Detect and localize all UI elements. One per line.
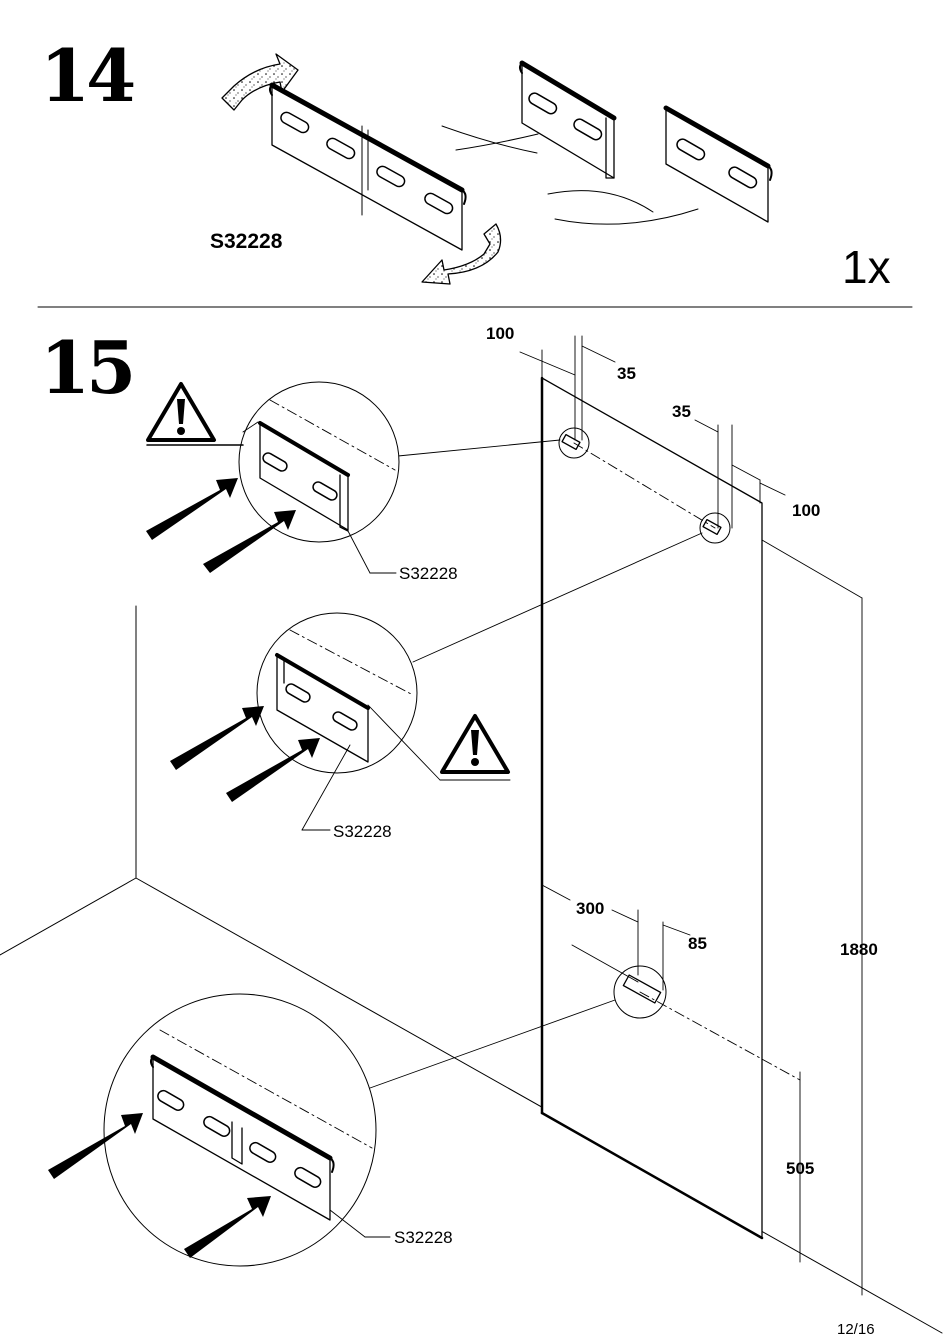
mount-point-top-right (699, 512, 731, 544)
arrow-icon (48, 478, 320, 1258)
detail-connectors (369, 439, 703, 1089)
step14-bracket-assembled (269, 82, 467, 251)
dim-total-height: 1880 (840, 940, 878, 959)
step14-quantity: 1x (842, 241, 891, 293)
mount-point-bottom (613, 965, 667, 1019)
step14-part-code: S32228 (210, 230, 283, 253)
rotate-arrow-icon (221, 53, 502, 285)
dim-top-left-bracket: 35 (617, 364, 636, 383)
callout-part-code-3: S32228 (394, 1228, 453, 1247)
callout-part-code-2: S32228 (333, 822, 392, 841)
motion-lines (441, 125, 699, 225)
step-number-15: 15 (40, 325, 136, 410)
dim-bottom-offset: 300 (576, 899, 605, 918)
callout-part-code-1: S32228 (399, 564, 458, 583)
detail-circle-2 (256, 612, 511, 831)
dimension-lines (519, 335, 863, 1296)
warning-icon (440, 714, 510, 774)
detail-circle-1 (238, 381, 400, 574)
dim-top-left-offset: 100 (486, 324, 515, 343)
dim-bottom-height: 505 (786, 1159, 815, 1178)
dim-top-right-bracket: 35 (672, 402, 691, 421)
detail-circle-3 (103, 993, 391, 1267)
dim-top-right-offset: 100 (792, 501, 821, 520)
step-number-14: 14 (40, 33, 136, 118)
page-number: 12/16 (837, 1321, 875, 1338)
dim-bottom-bracket: 85 (688, 934, 707, 953)
panel (540, 376, 764, 1240)
warning-icon (146, 382, 259, 446)
room-outline (0, 605, 943, 1334)
step14-bracket-right-half (663, 105, 773, 223)
step14-bracket-left-half (519, 60, 617, 179)
